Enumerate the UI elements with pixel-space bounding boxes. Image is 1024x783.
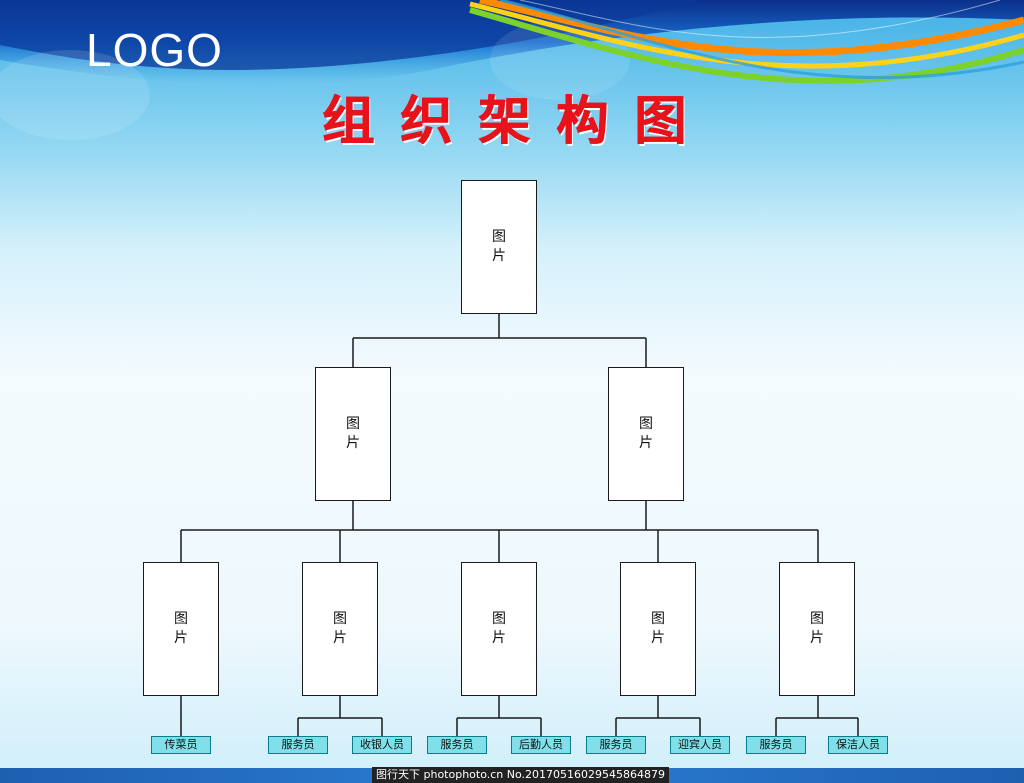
header-banner: [0, 0, 1024, 140]
role-label: 后勤人员: [511, 736, 571, 754]
org-node-leaf-2: 图片: [302, 562, 378, 696]
page-title: 组织架构图: [321, 92, 712, 152]
role-label: 传菜员: [151, 736, 211, 754]
node-label: 图片: [492, 229, 506, 264]
org-node-mid-right: 图片: [608, 367, 684, 501]
node-label: 图片: [492, 611, 506, 646]
role-label: 服务员: [586, 736, 646, 754]
node-label: 图片: [333, 611, 347, 646]
node-label: 图片: [639, 416, 653, 451]
org-node-leaf-1: 图片: [143, 562, 219, 696]
node-label: 图片: [174, 611, 188, 646]
node-label: 图片: [346, 416, 360, 451]
role-label: 收银人员: [352, 736, 412, 754]
node-label: 图片: [810, 611, 824, 646]
node-label: 图片: [651, 611, 665, 646]
role-label: 服务员: [427, 736, 487, 754]
org-node-mid-left: 图片: [315, 367, 391, 501]
role-label: 迎宾人员: [670, 736, 730, 754]
watermark: 图行天下 photophoto.cn No.201705160295458648…: [372, 767, 670, 783]
role-label: 保洁人员: [828, 736, 888, 754]
org-node-leaf-3: 图片: [461, 562, 537, 696]
org-node-top: 图片: [461, 180, 537, 314]
org-node-leaf-4: 图片: [620, 562, 696, 696]
logo: LOGO: [86, 24, 223, 76]
role-label: 服务员: [268, 736, 328, 754]
role-label: 服务员: [746, 736, 806, 754]
org-node-leaf-5: 图片: [779, 562, 855, 696]
